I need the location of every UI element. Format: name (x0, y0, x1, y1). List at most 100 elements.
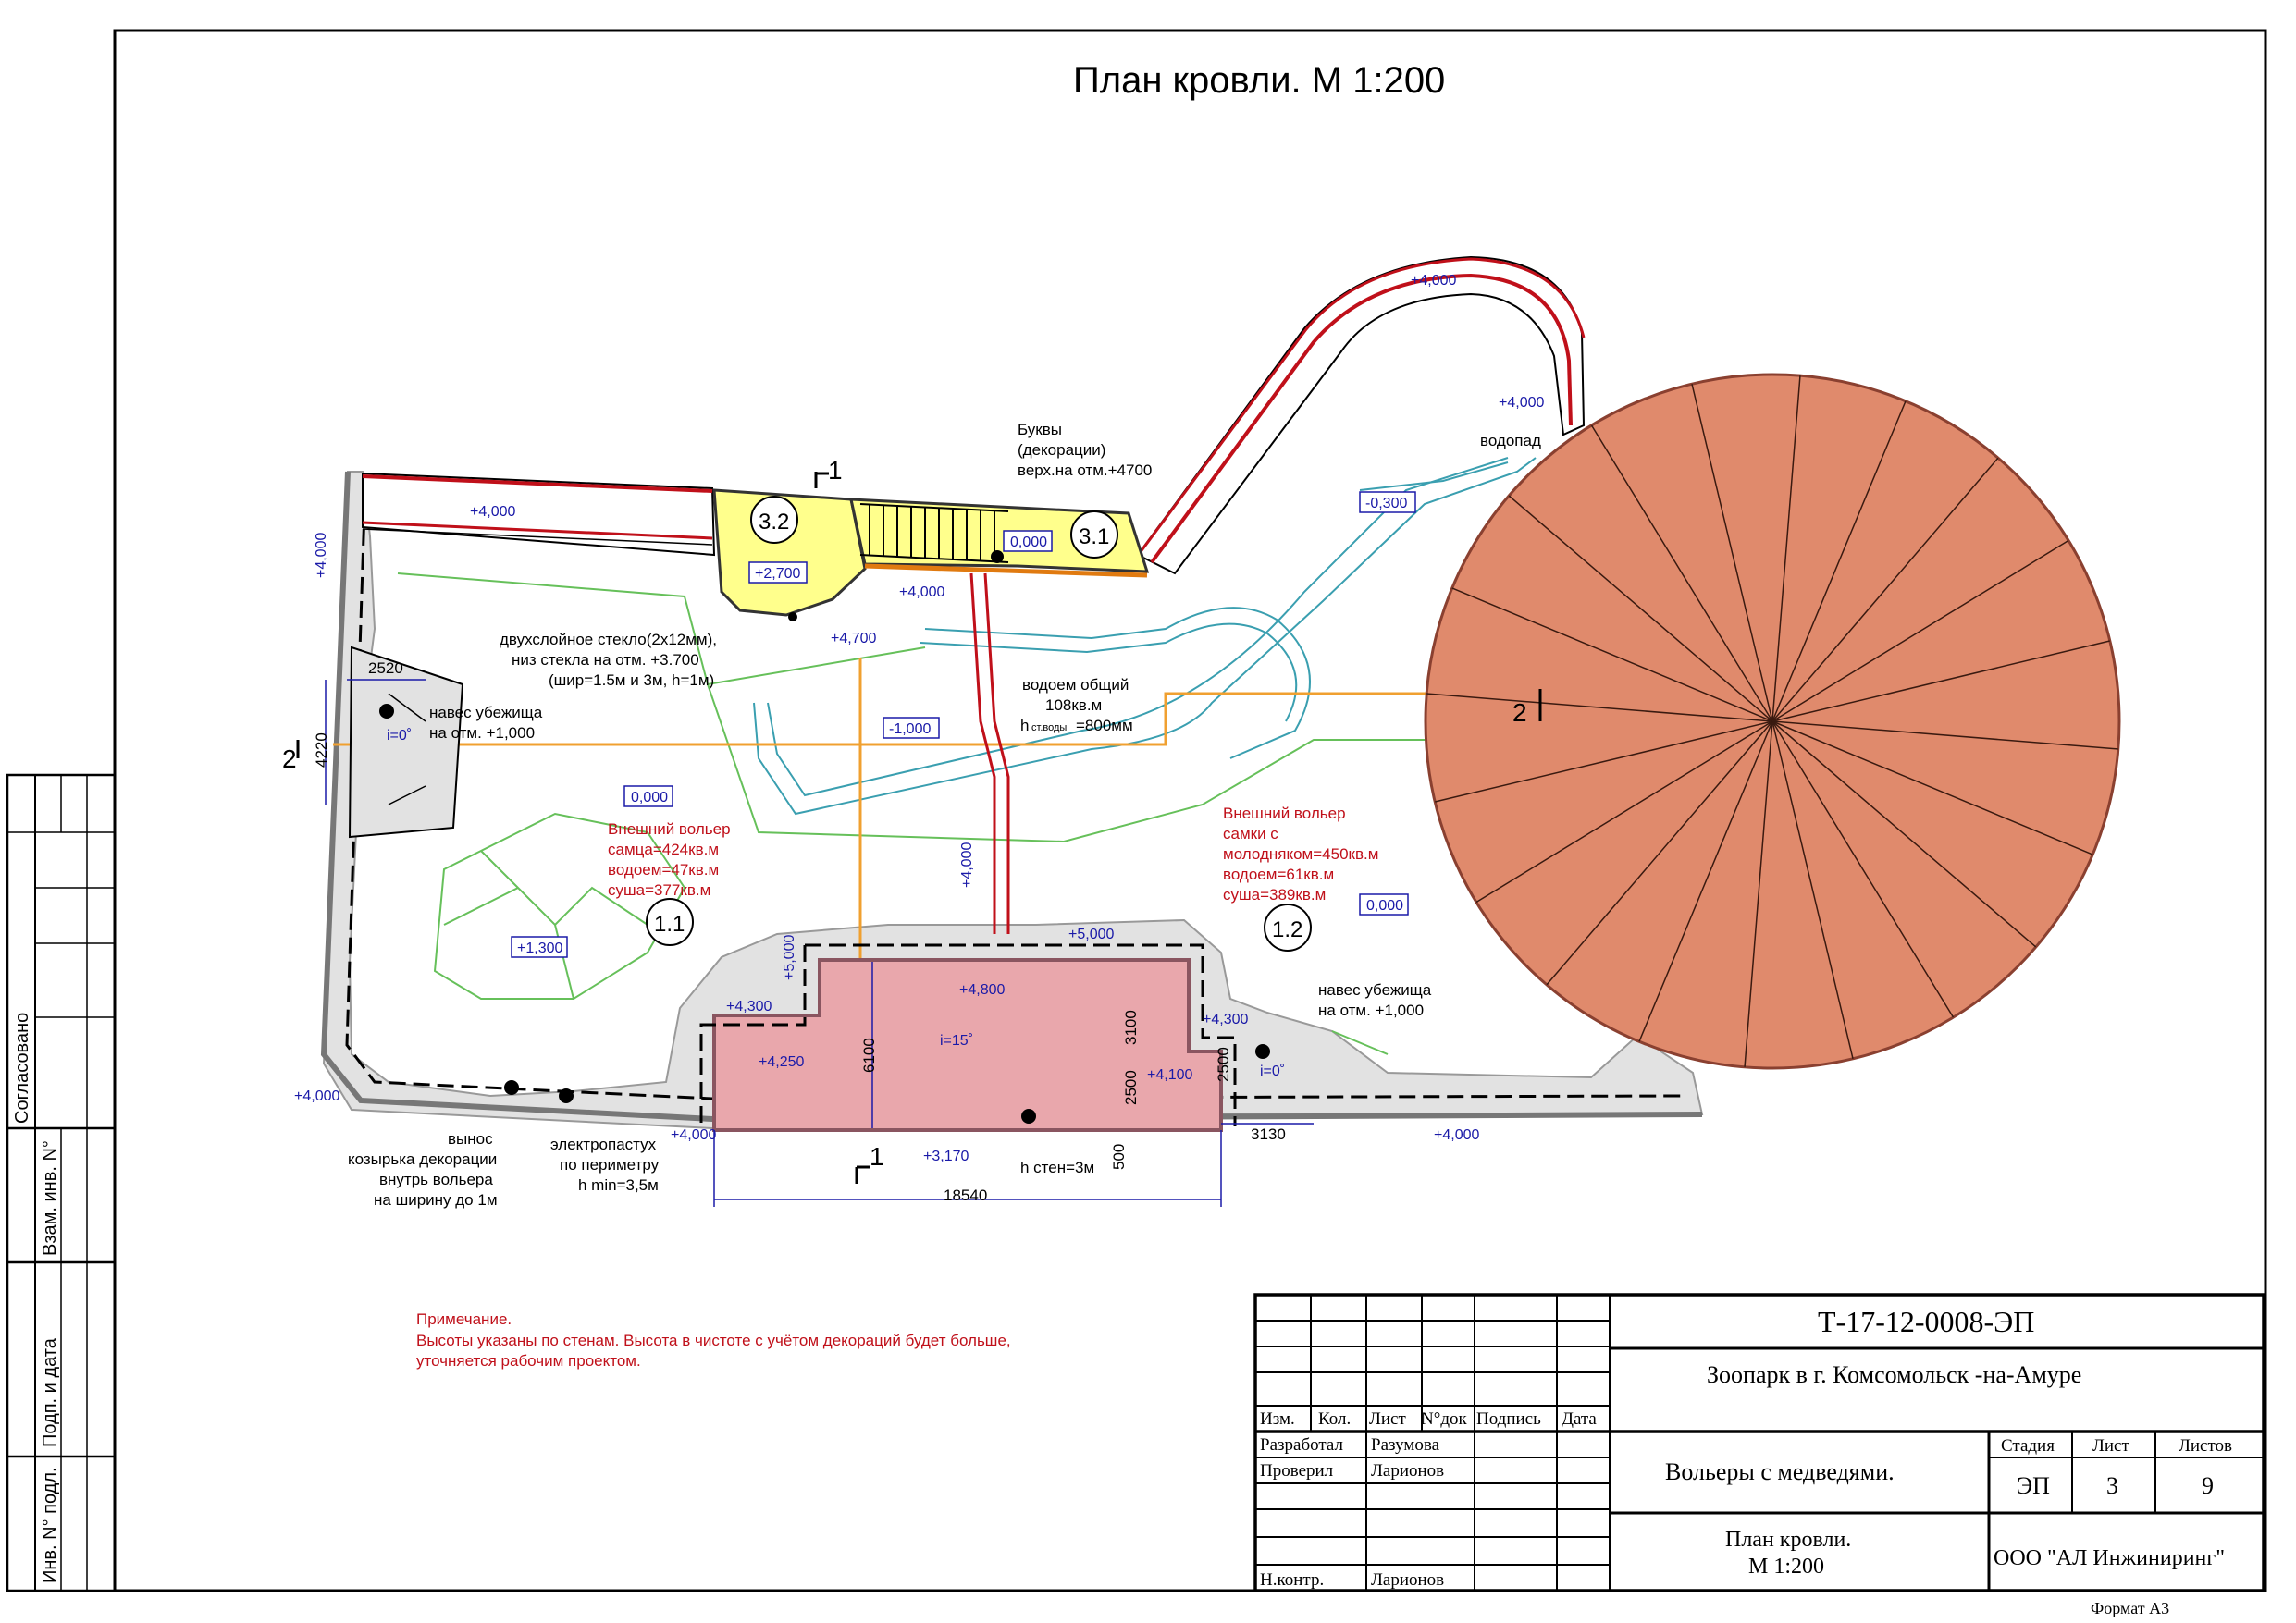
note-pond-2: 108кв.м (1045, 696, 1102, 714)
note-canopy-3: внутрь вольера (379, 1171, 493, 1188)
title-block: Т-17-12-0008-ЭП Зоопарк в г. Комсомольск… (1253, 1293, 2265, 1617)
level-bottom-left: +4,000 (294, 1088, 339, 1104)
dim-2500-b: 2500 (1215, 1047, 1232, 1082)
note-shelter-left-1: навес убежища (429, 704, 543, 721)
note-shelter-left-2: на отм. +1,000 (429, 724, 535, 742)
note-pond-3c: =800мм (1076, 717, 1133, 734)
level-corridor: +4,000 (959, 842, 975, 888)
name-norm-control: Ларионов (1371, 1570, 1444, 1590)
note-pond-1: водоем общий (1022, 676, 1129, 694)
level-pond-top: -0,300 (1365, 496, 1407, 511)
col-ndok: N°док (1421, 1409, 1467, 1429)
remark-title: Примечание. (416, 1310, 512, 1328)
sheet-value: 3 (2106, 1472, 2118, 1499)
stamp-agreed: Согласовано (12, 1013, 32, 1124)
dim-500: 500 (1110, 1144, 1128, 1170)
note-waterfall: водопад (1480, 432, 1541, 449)
col-podpis: Подпись (1476, 1409, 1541, 1429)
section-line-2 (333, 692, 1526, 746)
project-name: Зоопарк в г. Комсомольск -на-Амуре (1707, 1361, 2081, 1388)
level-pond-bottom: -1,000 (889, 721, 931, 737)
note-glass-1: двухслойное стекло(2х12мм), (500, 631, 717, 648)
level-platform-0: 0,000 (1010, 535, 1047, 550)
female-note-3: молодняком=450кв.м (1223, 845, 1378, 863)
female-note-5: суша=389кв.м (1223, 886, 1326, 904)
sheets-header: Листов (2179, 1436, 2232, 1456)
dome-spoke (1638, 720, 1773, 1042)
stamp-sign-date: Подп. и дата (40, 1337, 60, 1447)
note-shelter-right-2: на отм. +1,000 (1318, 1002, 1424, 1019)
left-shelter (348, 646, 464, 839)
col-izm: Изм. (1260, 1409, 1295, 1429)
level-left-path: +4,000 (470, 504, 515, 520)
stamp-inv-orig: Инв. N° подл. (40, 1467, 60, 1583)
col-list: Лист (1369, 1409, 1406, 1429)
level-3170: +3,170 (923, 1149, 969, 1164)
dome-spoke (1771, 375, 1801, 722)
pond-outline (753, 457, 1537, 816)
dome-spoke (1771, 539, 2069, 722)
section-2-right: 2 (1512, 698, 1527, 727)
dome-spoke (1771, 720, 2118, 750)
note-wall-height: h стен=3м (1020, 1159, 1094, 1176)
stage-value: ЭП (2017, 1472, 2050, 1499)
dome-spoke (1426, 693, 1773, 722)
slope-main: i=15˚ (940, 1033, 973, 1049)
section-1-top: 1 (828, 456, 843, 485)
sheets-value: 9 (2202, 1472, 2214, 1499)
section-2-left: 2 (282, 744, 297, 773)
doc-code: Т-17-12-0008-ЭП (1818, 1305, 2034, 1338)
zone-3-1: 3.1 (1079, 524, 1109, 549)
dome-spoke (1451, 587, 1773, 722)
dim-3130: 3130 (1251, 1125, 1286, 1143)
dim-18540: 18540 (944, 1187, 987, 1204)
sheet-title-2: М 1:200 (1748, 1555, 1824, 1579)
dome-spoke (1771, 457, 1999, 722)
paper-format: Формат А3 (2091, 1599, 2169, 1617)
dome-spoke (1771, 720, 1854, 1059)
note-canopy-2: козырька декорации (348, 1150, 497, 1168)
zone-3-2: 3.2 (759, 510, 789, 535)
level-5000-left: +5,000 (782, 935, 797, 980)
role-norm-control: Н.контр. (1260, 1570, 1324, 1590)
level-bottom-mid: +4,000 (671, 1127, 716, 1143)
male-note-3: водоем=47кв.м (608, 861, 719, 879)
note-canopy-1: вынос (448, 1130, 493, 1148)
name-checker: Ларионов (1371, 1461, 1444, 1481)
level-left-wall: +4,000 (314, 533, 329, 578)
stamp-inv-replace: Взам. инв. N° (40, 1140, 60, 1256)
dome-spoke (1744, 720, 1773, 1067)
level-bottom-right: +4,000 (1434, 1127, 1479, 1143)
level-hill: +1,300 (517, 941, 562, 956)
note-fence-1: электропастух (550, 1136, 657, 1153)
left-walkway (362, 472, 716, 557)
dim-6100: 6100 (860, 1038, 878, 1073)
note-pond-3b: ст.воды (1031, 722, 1067, 733)
level-marks: +4,000 +4,000 +4,000 +4,000 +4,000 +4,00… (294, 273, 1544, 1164)
level-female-0: 0,000 (1366, 898, 1403, 914)
dome-spoke (1771, 640, 2110, 722)
zone-1-1: 1.1 (654, 912, 685, 937)
dimensions: 2520 4220 6100 3100 2500 2500 500 3130 1… (313, 659, 1314, 1207)
dim-2500-a: 2500 (1122, 1070, 1140, 1105)
section-markers: 1 1 2 2 (282, 456, 1542, 1184)
female-note-1: Внешний вольер (1223, 805, 1346, 822)
dim-4220: 4220 (313, 732, 330, 768)
note-letters-2: (декорации) (1018, 441, 1105, 459)
level-waterfall: +4,000 (1499, 395, 1544, 411)
male-note-2: самца=424кв.м (608, 841, 719, 858)
transfer-corridor (969, 572, 1010, 934)
name-developer: Разумова (1371, 1435, 1440, 1455)
enclosure-notes: Внешний вольер самца=424кв.м водоем=47кв… (416, 805, 1378, 1370)
note-letters-3: верх.на отм.+4700 (1018, 461, 1152, 479)
note-pond-3: h (1020, 717, 1029, 734)
female-note-2: самки с (1223, 825, 1278, 842)
role-checker: Проверил (1260, 1461, 1334, 1481)
level-2700: +2,700 (755, 566, 800, 582)
dim-3100: 3100 (1122, 1010, 1140, 1045)
level-male-0: 0,000 (631, 790, 668, 805)
level-4800: +4,800 (959, 982, 1005, 998)
dome-spoke (1771, 720, 2037, 948)
side-stamp: Согласовано Взам. инв. N° Подп. и дата И… (6, 773, 117, 1592)
